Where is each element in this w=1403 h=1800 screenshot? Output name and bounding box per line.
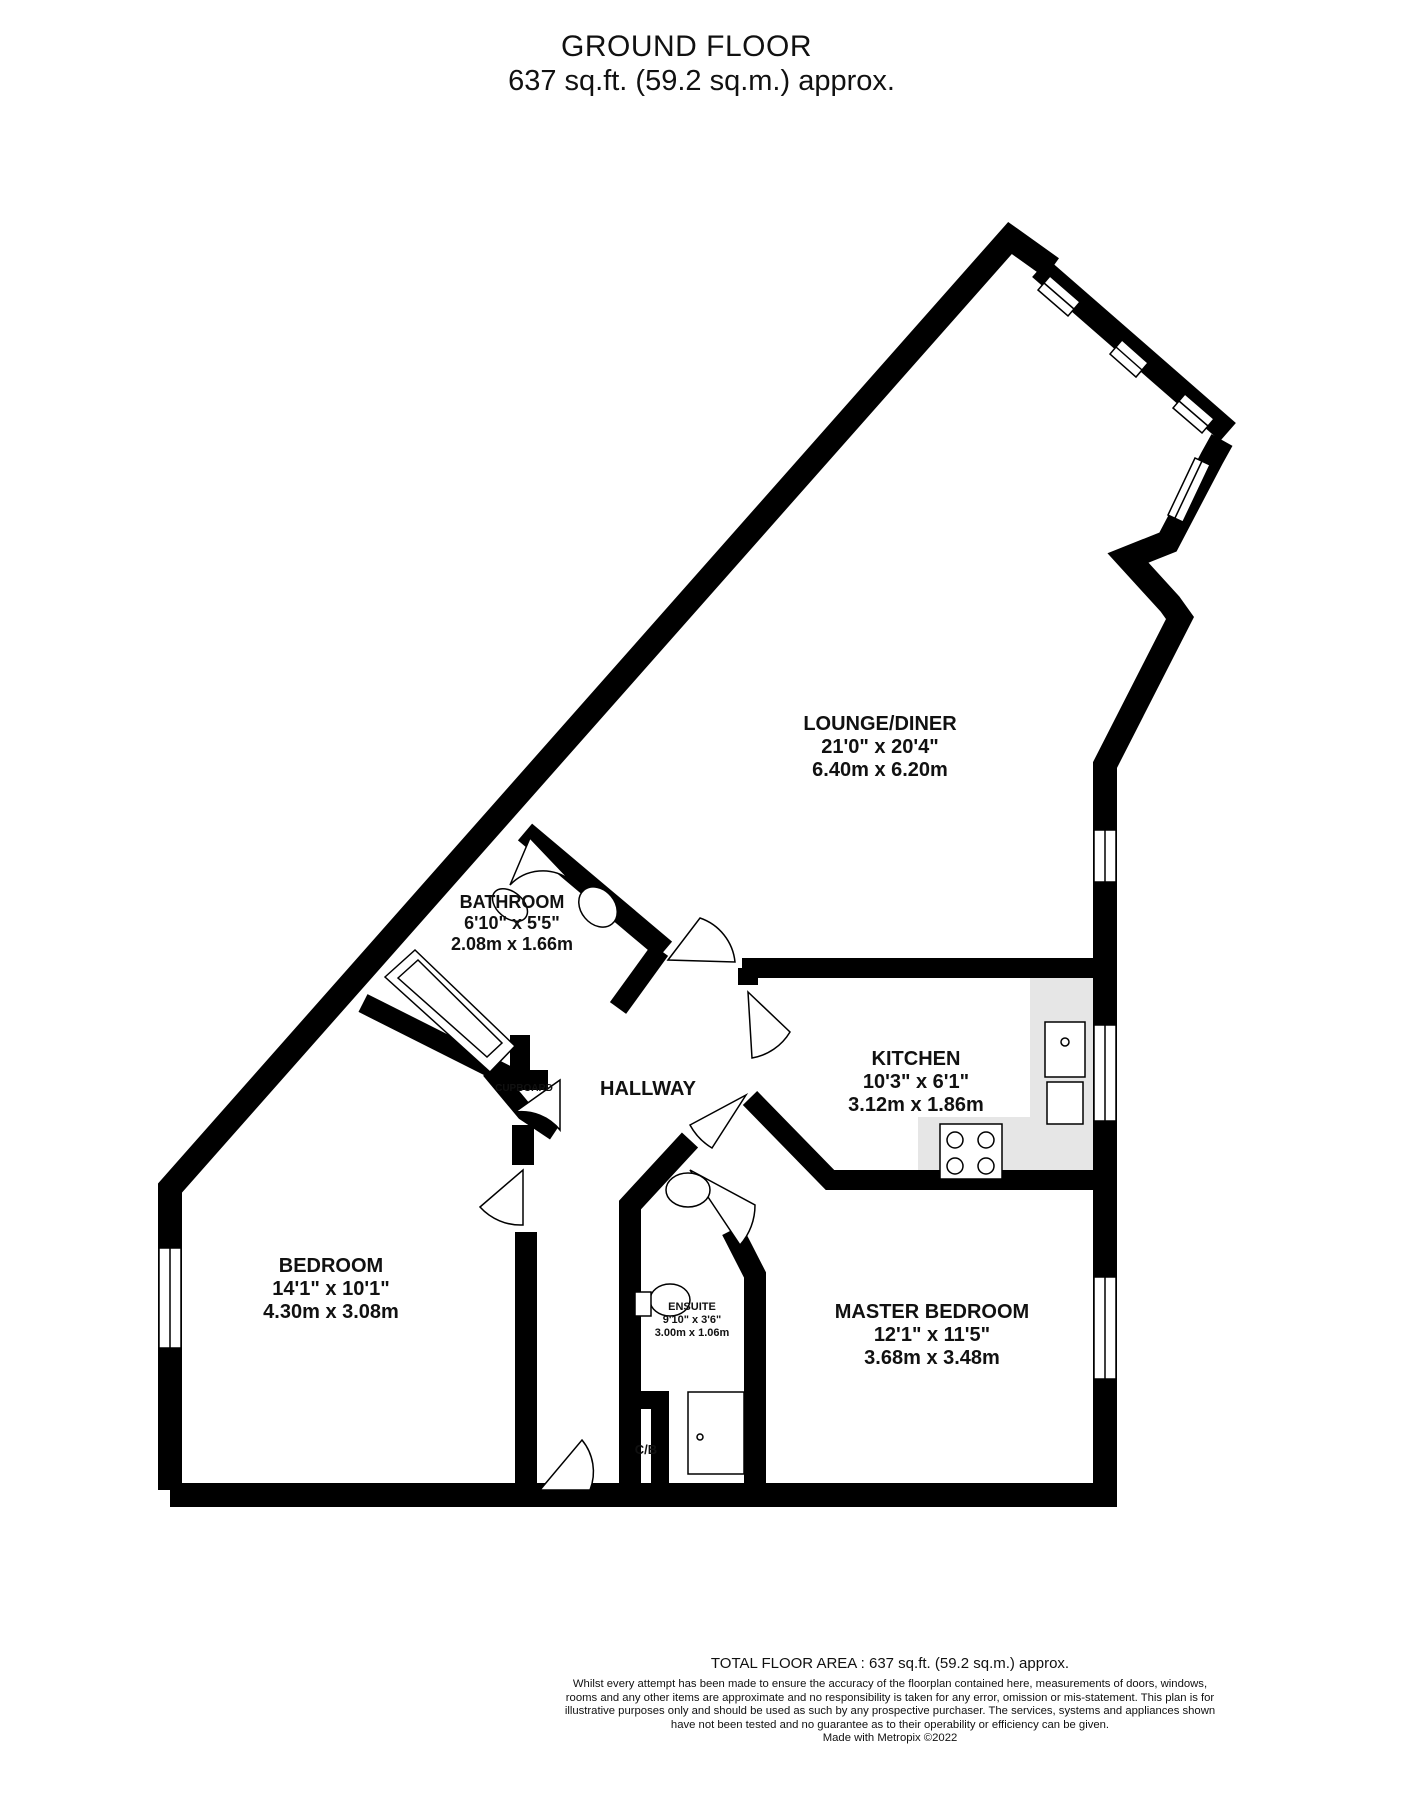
plan-footer: TOTAL FLOOR AREA : 637 sq.ft. (59.2 sq.m… bbox=[560, 1655, 1220, 1745]
bathroom-metric: 2.08m x 1.66m bbox=[451, 934, 573, 954]
window-top-right-3 bbox=[1171, 392, 1216, 435]
ensuite-shower bbox=[687, 1391, 745, 1475]
kitchen-imperial: 10'3" x 6'1" bbox=[863, 1071, 969, 1093]
kitchen-sink bbox=[1044, 1021, 1086, 1125]
ensuite-metric: 3.00m x 1.06m bbox=[655, 1327, 730, 1339]
master-imperial: 12'1" x 11'5" bbox=[874, 1324, 990, 1346]
walls bbox=[158, 221, 1236, 1507]
ensuite-toilet bbox=[634, 1283, 691, 1317]
ensuite-imperial: 9'10" x 3'6" bbox=[663, 1314, 721, 1326]
kitchen-name: KITCHEN bbox=[872, 1048, 961, 1070]
window-top-right-2 bbox=[1108, 338, 1150, 379]
bathroom-imperial: 6'10" x 5'5" bbox=[464, 913, 560, 933]
window-top-right-1 bbox=[1036, 274, 1082, 318]
bedroom-metric: 4.30m x 3.08m bbox=[263, 1301, 399, 1323]
made-with: Made with Metropix ©2022 bbox=[822, 1732, 958, 1744]
door-bathroom bbox=[509, 836, 571, 886]
bathroom-basin bbox=[491, 887, 529, 923]
ensuite-basin bbox=[665, 1172, 711, 1208]
bedroom-name: BEDROOM bbox=[279, 1255, 383, 1277]
door-entrance bbox=[538, 1438, 595, 1491]
lounge-metric: 6.40m x 6.20m bbox=[812, 759, 948, 781]
window-master bbox=[1093, 1276, 1117, 1380]
door-cupboard bbox=[514, 1078, 561, 1133]
window-right-upper bbox=[1166, 457, 1212, 523]
total-floor-area: TOTAL FLOOR AREA : 637 sq.ft. (59.2 sq.m… bbox=[710, 1655, 1070, 1672]
floor-area: 637 sq.ft. (59.2 sq.m.) approx. bbox=[508, 65, 895, 97]
door-lounge bbox=[666, 917, 736, 963]
floor-title: GROUND FLOOR bbox=[560, 30, 812, 63]
bathroom-name: BATHROOM bbox=[460, 892, 565, 912]
disclaimer: Whilst every attempt has been made to en… bbox=[564, 1678, 1216, 1731]
lounge-name: LOUNGE/DINER bbox=[803, 713, 957, 735]
master-metric: 3.68m x 3.48m bbox=[864, 1347, 1000, 1369]
ensuite-name: ENSUITE bbox=[668, 1301, 716, 1313]
doors bbox=[478, 836, 791, 1491]
lounge-imperial: 21'0" x 20'4" bbox=[821, 736, 938, 758]
room-labels: LOUNGE/DINER 21'0" x 20'4" 6.40m x 6.20m… bbox=[263, 713, 1029, 1457]
window-lounge-right bbox=[1093, 829, 1117, 883]
door-hall-lower bbox=[688, 1092, 749, 1150]
kitchen-metric: 3.12m x 1.86m bbox=[848, 1094, 984, 1116]
bedroom-imperial: 14'1" x 10'1" bbox=[272, 1278, 389, 1300]
cb-name: C/B bbox=[635, 1442, 657, 1457]
bathtub bbox=[383, 948, 517, 1074]
window-kitchen bbox=[1093, 1024, 1117, 1122]
hallway-name: HALLWAY bbox=[600, 1078, 697, 1100]
bathroom-toilet bbox=[578, 886, 618, 928]
door-kitchen bbox=[747, 990, 791, 1059]
door-bedroom bbox=[478, 1168, 524, 1226]
windows bbox=[158, 274, 1216, 1380]
fixtures bbox=[383, 886, 1086, 1475]
master-name: MASTER BEDROOM bbox=[835, 1301, 1029, 1323]
cupboard-name: CUPBOARD bbox=[495, 1083, 553, 1094]
kitchen-hob bbox=[939, 1123, 1003, 1180]
plan-header: GROUND FLOOR 637 sq.ft. (59.2 sq.m.) app… bbox=[0, 30, 1403, 98]
window-bedroom bbox=[158, 1247, 182, 1349]
